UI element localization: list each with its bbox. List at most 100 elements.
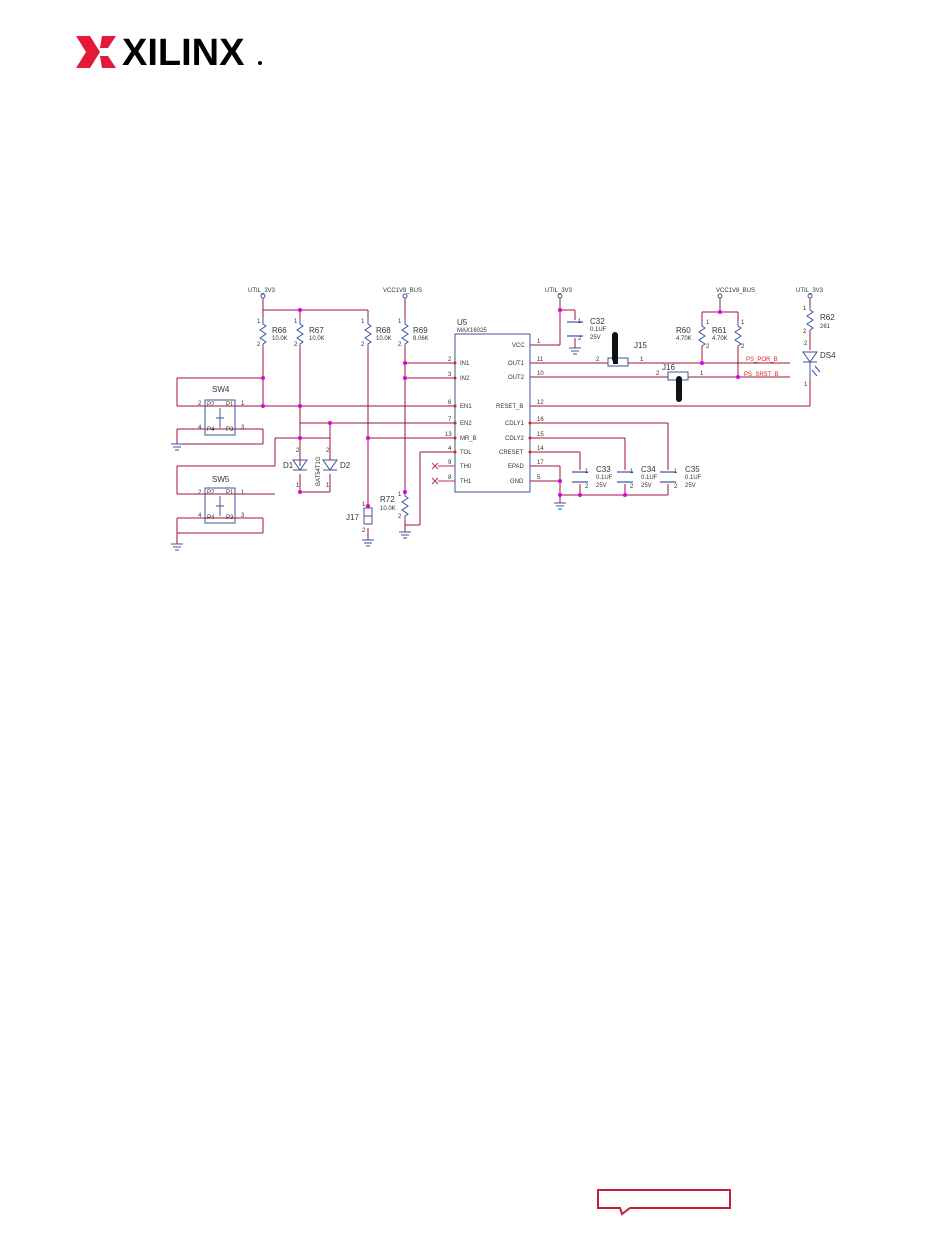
r66-resistor [259,318,267,348]
j16-ref: J16 [662,363,675,372]
r67-pin-2: 2 [294,342,298,348]
r60-resistor [698,322,706,347]
ic-num-14: 14 [537,446,544,452]
ground-c32 [569,347,581,355]
sw5-p2: P2 [207,490,215,496]
c33-volt: 25V [596,483,607,489]
r67-pin-1: 1 [294,319,298,325]
d-part-label: BAT54T1G [316,456,322,486]
ground-j17 [362,539,374,547]
r69-value: 8.06K [413,336,429,342]
sw4-p4: P4 [207,427,215,433]
ds4-pin-2: 2 [804,341,808,347]
brand-name: XILINX [122,32,245,74]
c32-ref: C32 [590,317,605,326]
ic-pin-out2: OUT2 [508,375,525,381]
xilinx-logo-icon [76,36,116,68]
r72-pin-2: 2 [398,514,402,520]
r72-resistor [401,492,409,520]
r66-pin-1: 1 [257,319,261,325]
net-ps-srst-b: PS_SRST_B [744,372,779,378]
r69-ref: R69 [413,326,428,335]
c34-value: 0.1UF [641,475,658,481]
r60-value: 4.70K [676,336,692,342]
r61-value: 4.70K [712,336,728,342]
r72-ref: R72 [380,495,395,504]
ds4-ref: DS4 [820,351,836,360]
sw4-p3: P3 [226,427,234,433]
sw5-pin-2: 2 [198,490,202,496]
r72-value: 10.0K [380,506,396,512]
d2-pin-1: 1 [326,483,330,489]
ic-pin-cdly1: CDLY1 [505,421,525,427]
sw5-p3: P3 [226,515,234,521]
logo-dot [258,61,262,65]
c35-volt: 25V [685,483,696,489]
r69-resistor [401,318,409,348]
ic-num-7: 7 [448,417,452,423]
r62-value: 261 [820,324,831,330]
c35-pin-2: 2 [674,484,678,490]
r69-pin-2: 2 [398,342,402,348]
ic-num-17: 17 [537,460,544,466]
r68-pin-1: 1 [361,319,365,325]
r67-value: 10.0K [309,336,325,342]
ic-pin-mrb: MR_B [460,436,477,442]
j16-jumper [667,371,689,402]
ic-num-3: 3 [448,372,452,378]
c33-value: 0.1UF [596,475,613,481]
ic-pin-th0: TH0 [460,464,472,470]
ic-pin-out1: OUT1 [508,361,525,367]
r62-pin-2: 2 [803,329,807,335]
r67-ref: R67 [309,326,324,335]
d1-ref: D1 [283,461,294,470]
r61-ref: R61 [712,326,727,335]
ic-pin-epad: EPAD [508,464,525,470]
sw5-pin-4: 4 [198,513,202,519]
ic-num-2: 2 [448,357,452,363]
r61-pin-2: 2 [741,344,745,350]
j15-jumper [607,332,629,367]
r68-pin-2: 2 [361,342,365,348]
c32-pin-1: 1 [578,319,582,325]
ic-ref: U5 [457,318,468,327]
c34-ref: C34 [641,465,656,474]
sw4-body [204,399,236,436]
c32-value: 0.1UF [590,327,607,333]
sw4-pin-4: 4 [198,425,202,431]
ic-num-13: 13 [445,432,452,438]
r69-pin-1: 1 [398,319,402,325]
r67-resistor [296,318,304,348]
c32-pin-2: 2 [578,336,582,342]
r61-resistor [734,322,742,347]
ground-r72 [399,531,411,539]
c34-pin-2: 2 [630,484,634,490]
r62-ref: R62 [820,313,835,322]
ic-pin-gnd: GND [510,479,524,485]
r62-pin-1: 1 [803,306,807,312]
ic-num-6: 6 [448,400,452,406]
sw5-p4: P4 [207,515,215,521]
d1-diode [292,459,308,471]
ic-pin-tol: TOL [460,450,472,456]
ic-pin-en1: EN1 [460,404,472,410]
r72-pin-1: 1 [398,492,402,498]
c32-volt: 25V [590,335,601,341]
c34-pin-1: 1 [630,469,634,475]
j17-jumper [363,507,373,525]
ic-num-8: 8 [448,475,452,481]
ground-sw4 [171,443,183,451]
d2-diode [322,459,338,471]
ic-pin-creset: CRESET [499,450,524,456]
label-vcc-a: VCC1V8_BUS [383,288,422,294]
xilinx-logo: XILINX [72,30,272,80]
j16-pin-1: 1 [700,371,704,377]
ds4-pin-1: 1 [804,382,808,388]
ic-num-15: 15 [537,432,544,438]
ic-num-10: 10 [537,371,544,377]
ground-sw5 [171,543,183,551]
ic-part: MAX16025 [457,328,487,334]
r66-value: 10.0K [272,336,288,342]
ic-pin-in2: IN2 [460,376,470,382]
